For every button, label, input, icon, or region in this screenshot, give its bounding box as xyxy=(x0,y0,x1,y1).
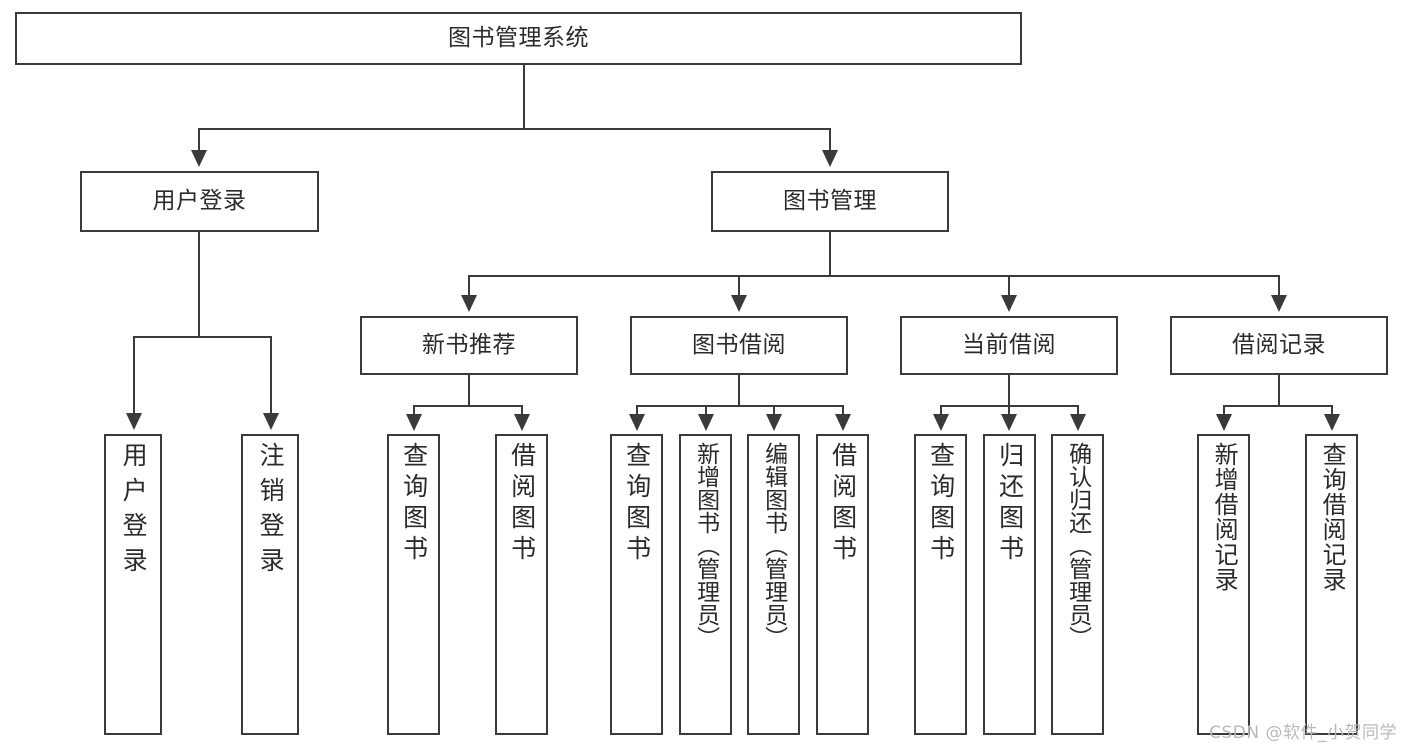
leaf-book-borrow-0[interactable]: 查询图书 xyxy=(610,434,663,735)
node-label: 新增图书（管理员） xyxy=(692,442,719,649)
connector-bb-bus xyxy=(636,405,844,407)
connector-cb-drop-2 xyxy=(1008,405,1010,417)
node-label: 查询图书 xyxy=(622,442,652,566)
node-label: 新增借阅记录 xyxy=(1210,442,1239,592)
connector-root-to-user-login xyxy=(198,128,200,153)
connector-nbr-drop-1 xyxy=(413,405,415,417)
arrow-cb-leaf-3 xyxy=(1070,414,1086,431)
arrow-nbr-leaf-2 xyxy=(514,414,530,431)
leaf-borrow-record-0[interactable]: 新增借阅记录 xyxy=(1197,434,1250,735)
arrow-br-leaf-2 xyxy=(1324,414,1340,431)
arrow-bb-leaf-4 xyxy=(835,414,851,431)
connector-bb-drop-3 xyxy=(773,405,775,417)
node-label: 查询图书 xyxy=(399,442,429,566)
node-label: 归还图书 xyxy=(995,442,1025,566)
node-borrow-record[interactable]: 借阅记录 xyxy=(1170,316,1388,375)
node-current-borrow[interactable]: 当前借阅 xyxy=(900,316,1118,375)
arrow-root-to-user-login xyxy=(191,150,207,167)
node-label: 用户登录 xyxy=(119,442,149,582)
connector-bb-stem xyxy=(738,375,740,406)
connector-user-login-bus xyxy=(133,336,271,338)
node-book-management[interactable]: 图书管理 xyxy=(711,171,949,232)
connector-bm-drop-1 xyxy=(468,275,470,297)
connector-bm-drop-3 xyxy=(1008,275,1010,297)
connector-root-stem xyxy=(523,65,525,129)
arrow-bm-to-current-borrow xyxy=(1001,295,1017,312)
connector-user-login-drop-1 xyxy=(133,336,135,416)
connector-nbr-drop-2 xyxy=(521,405,523,417)
node-label: 用户登录 xyxy=(152,188,247,215)
connector-bm-drop-2 xyxy=(738,275,740,297)
node-label: 图书借阅 xyxy=(692,332,786,359)
connector-br-drop-1 xyxy=(1223,405,1225,417)
arrow-cb-leaf-1 xyxy=(933,414,949,431)
leaf-borrow-record-1[interactable]: 查询借阅记录 xyxy=(1305,434,1358,735)
connector-br-bus xyxy=(1223,405,1333,407)
arrow-bm-to-new-book-recommend xyxy=(461,295,477,312)
arrow-bb-leaf-1 xyxy=(629,414,645,431)
connector-cb-drop-1 xyxy=(940,405,942,417)
node-label: 查询借阅记录 xyxy=(1318,442,1347,592)
connector-br-drop-2 xyxy=(1331,405,1333,417)
leaf-book-borrow-1[interactable]: 新增图书（管理员） xyxy=(679,434,732,735)
leaf-user-login-0[interactable]: 用户登录 xyxy=(104,434,162,735)
node-label: 新书推荐 xyxy=(422,332,516,359)
connector-root-to-book-management xyxy=(829,128,831,153)
arrow-user-login-leaf-2 xyxy=(263,413,279,430)
arrow-nbr-leaf-1 xyxy=(406,414,422,431)
node-label: 图书管理 xyxy=(783,188,877,215)
leaf-user-login-1[interactable]: 注销登录 xyxy=(241,434,299,735)
leaf-current-borrow-2[interactable]: 确认归还（管理员） xyxy=(1051,434,1104,735)
node-label: 借阅图书 xyxy=(828,442,858,566)
node-root-book-management-system[interactable]: 图书管理系统 xyxy=(15,12,1022,65)
arrow-user-login-leaf-1 xyxy=(126,413,142,430)
leaf-new-book-recommend-1[interactable]: 借阅图书 xyxy=(495,434,548,735)
node-book-borrow[interactable]: 图书借阅 xyxy=(630,316,848,375)
node-user-login[interactable]: 用户登录 xyxy=(80,171,319,232)
leaf-current-borrow-1[interactable]: 归还图书 xyxy=(983,434,1036,735)
connector-cb-drop-3 xyxy=(1077,405,1079,417)
connector-user-login-drop-2 xyxy=(270,336,272,416)
arrow-bm-to-borrow-record xyxy=(1271,295,1287,312)
node-new-book-recommend[interactable]: 新书推荐 xyxy=(360,316,578,375)
node-label: 当前借阅 xyxy=(962,332,1056,359)
arrow-bm-to-book-borrow xyxy=(731,295,747,312)
connector-nbr-bus xyxy=(413,405,523,407)
arrow-root-to-book-management xyxy=(822,150,838,167)
connector-bb-drop-4 xyxy=(842,405,844,417)
arrow-bb-leaf-2 xyxy=(698,414,714,431)
connector-book-management-stem xyxy=(829,232,831,276)
connector-bb-drop-1 xyxy=(636,405,638,417)
connector-root-bus xyxy=(198,128,831,130)
node-label: 编辑图书（管理员） xyxy=(760,442,787,649)
node-label: 图书管理系统 xyxy=(448,25,589,52)
node-label: 确认归还（管理员） xyxy=(1064,442,1091,649)
connector-br-stem xyxy=(1278,375,1280,406)
node-label: 注销登录 xyxy=(256,442,286,582)
connector-bb-drop-2 xyxy=(705,405,707,417)
arrow-bb-leaf-3 xyxy=(766,414,782,431)
leaf-new-book-recommend-0[interactable]: 查询图书 xyxy=(387,434,440,735)
watermark: CSDN @软件_小贺同学 xyxy=(1209,723,1397,743)
connector-book-management-bus xyxy=(468,275,1278,277)
node-label: 查询图书 xyxy=(926,442,956,566)
node-label: 借阅图书 xyxy=(507,442,537,566)
leaf-book-borrow-3[interactable]: 借阅图书 xyxy=(816,434,869,735)
leaf-current-borrow-0[interactable]: 查询图书 xyxy=(914,434,967,735)
connector-nbr-stem xyxy=(468,375,470,406)
node-label: 借阅记录 xyxy=(1232,332,1326,359)
arrow-cb-leaf-2 xyxy=(1001,414,1017,431)
leaf-book-borrow-2[interactable]: 编辑图书（管理员） xyxy=(747,434,800,735)
arrow-br-leaf-1 xyxy=(1216,414,1232,431)
connector-bm-drop-4 xyxy=(1278,275,1280,297)
connector-user-login-stem xyxy=(198,232,200,337)
connector-cb-stem xyxy=(1008,375,1010,406)
